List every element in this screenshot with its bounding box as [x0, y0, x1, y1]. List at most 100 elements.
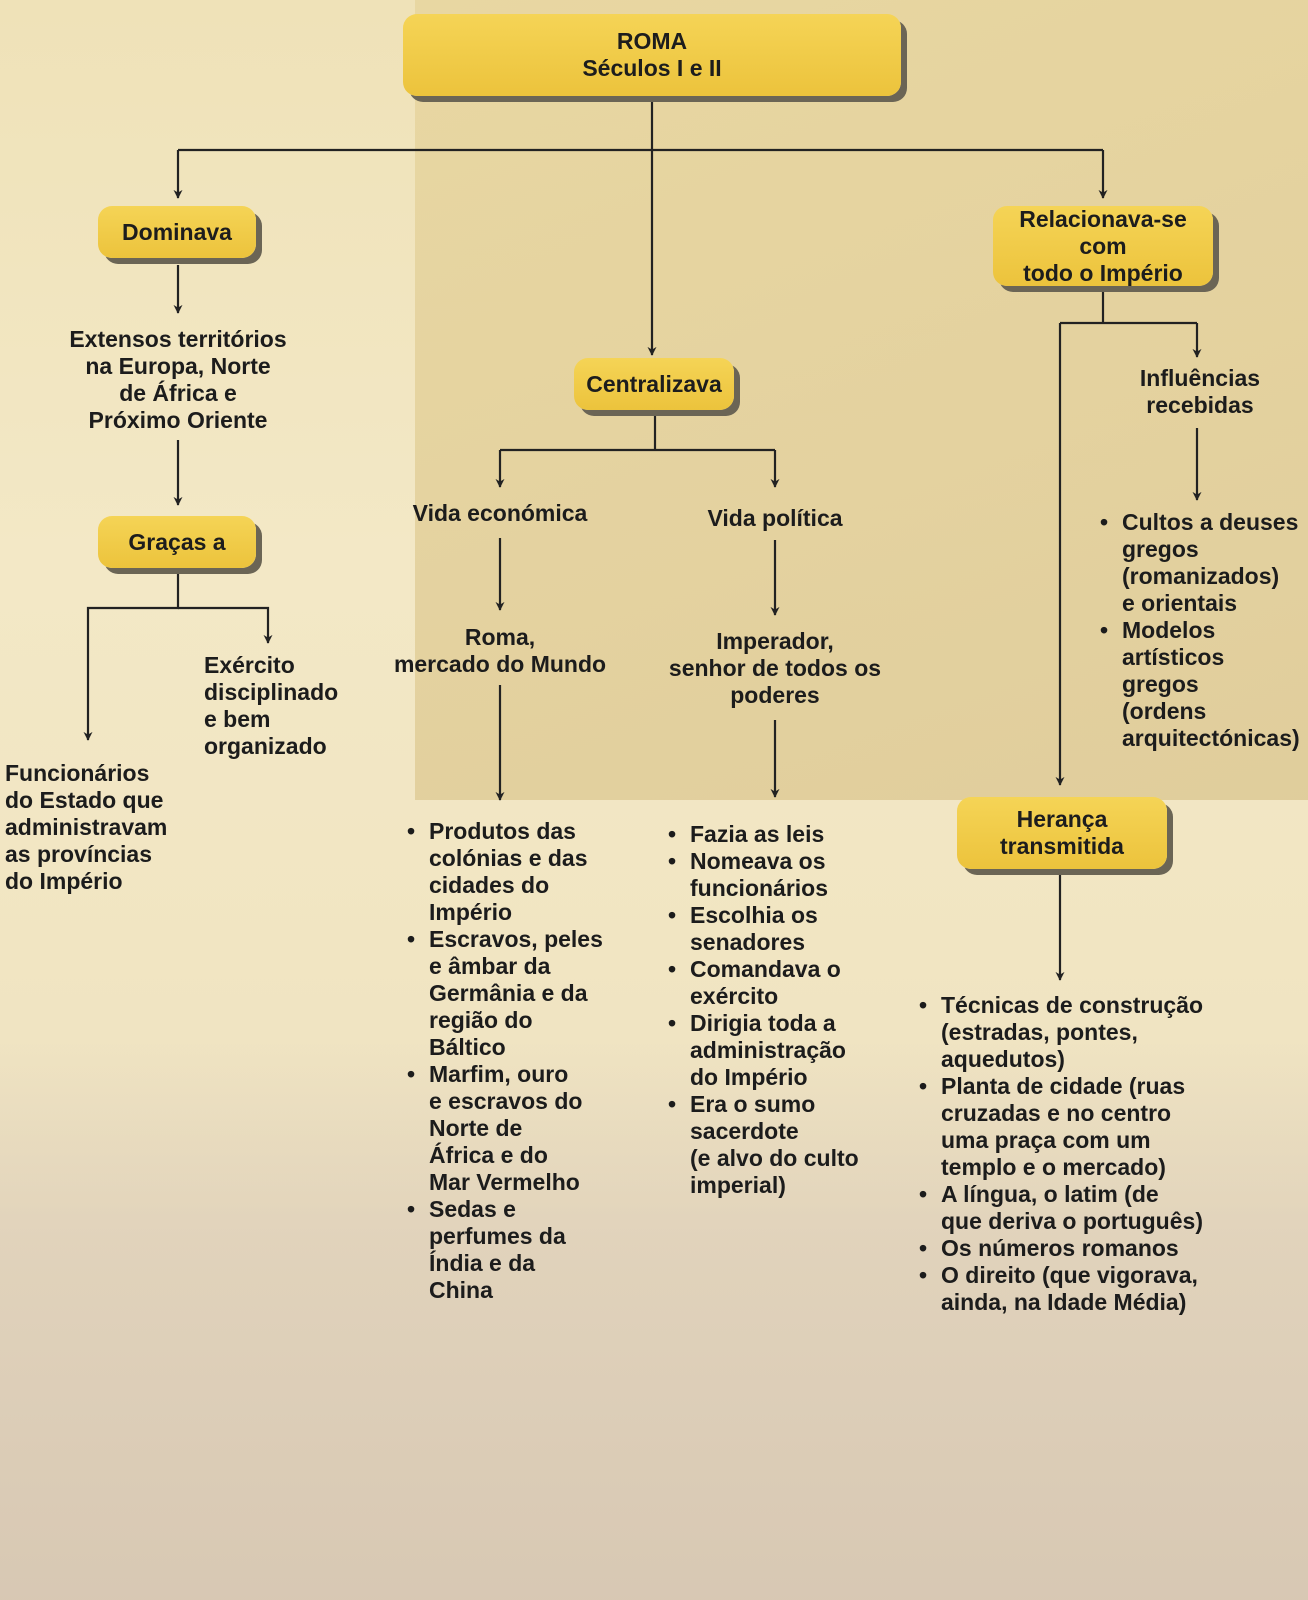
list-item-line: cidades do	[429, 872, 550, 898]
imperador-line: Imperador,	[716, 628, 834, 654]
list-poderes-imperador: Fazia as leis Nomeava os funcionários Es…	[668, 821, 898, 1199]
list-item: Era o sumo sacerdote (e alvo do culto im…	[668, 1091, 898, 1199]
node-centralizava: Centralizava	[574, 358, 734, 410]
list-item-line: China	[429, 1277, 493, 1303]
node-extensos-territorios: Extensos territórios na Europa, Norte de…	[48, 326, 308, 434]
list-item-line: Os números romanos	[941, 1235, 1179, 1261]
node-vida-economica: Vida económica	[400, 500, 600, 527]
list-item-line: Planta de cidade (ruas	[941, 1073, 1186, 1099]
node-dominava: Dominava	[98, 206, 256, 258]
list-item-line: e orientais	[1122, 590, 1238, 616]
funcionarios-line: Funcionários	[5, 760, 150, 786]
node-funcionarios: Funcionários do Estado que administravam…	[5, 760, 185, 895]
list-item: Técnicas de construção (estradas, pontes…	[919, 992, 1209, 1073]
list-item-line: arquitectónicas)	[1122, 725, 1300, 751]
list-item-line: Báltico	[429, 1034, 506, 1060]
node-vida-politica: Vida política	[680, 505, 870, 532]
list-item-line: funcionários	[690, 875, 829, 901]
exercito-line: Exército	[204, 652, 295, 678]
exercito-line: disciplinado	[204, 679, 339, 705]
list-item: Modelos artísticos gregos (ordens arquit…	[1100, 617, 1305, 752]
exercito-line: e bem	[204, 706, 271, 732]
exercito-line: organizado	[204, 733, 327, 759]
list-item-line: Norte de	[429, 1115, 523, 1141]
influencias-line: recebidas	[1146, 392, 1254, 418]
imperador-line: senhor de todos os	[668, 655, 882, 681]
list-item-line: e escravos do	[429, 1088, 583, 1114]
list-item-line: Império	[429, 899, 513, 925]
node-gracas-a: Graças a	[98, 516, 256, 568]
vida-economica-title: Vida económica	[412, 500, 588, 526]
list-item: Planta de cidade (ruas cruzadas e no cen…	[919, 1073, 1209, 1181]
territorios-line: de África e	[119, 380, 237, 406]
list-item-line: artísticos gregos	[1122, 644, 1225, 697]
root-node-roma: ROMA Séculos I e II	[403, 14, 901, 96]
vida-politica-title: Vida política	[707, 505, 843, 531]
list-item: Escravos, peles e âmbar da Germânia e da…	[407, 926, 617, 1061]
root-title: ROMA	[616, 28, 688, 54]
list-item-line: O direito (que vigorava,	[941, 1262, 1198, 1288]
funcionarios-line: do Império	[5, 868, 123, 894]
node-gracas-label: Graças a	[128, 528, 226, 555]
roma-mercado-line: mercado do Mundo	[393, 651, 607, 677]
list-item-line: exército	[690, 983, 779, 1009]
list-item-line: Índia e da	[429, 1250, 536, 1276]
list-heranca: Técnicas de construção (estradas, pontes…	[919, 992, 1209, 1316]
arrow-to-funcionarios	[83, 567, 180, 741]
list-item-line: cruzadas e no centro	[941, 1100, 1172, 1126]
node-centralizava-label: Centralizava	[586, 370, 722, 397]
list-item: Os números romanos	[919, 1235, 1209, 1262]
node-dominava-label: Dominava	[122, 218, 232, 245]
list-item-line: templo e o mercado)	[941, 1154, 1166, 1180]
funcionarios-line: as províncias	[5, 841, 153, 867]
list-item-line: uma praça com um	[941, 1127, 1151, 1153]
list-item-line: (estradas, pontes,	[941, 1019, 1138, 1045]
list-item-line: do Império	[690, 1064, 808, 1090]
list-item-line: sacerdote	[690, 1118, 799, 1144]
list-item-line: Marfim, ouro	[429, 1061, 569, 1087]
list-item: O direito (que vigorava, ainda, na Idade…	[919, 1262, 1209, 1316]
node-influencias-recebidas: Influências recebidas	[1120, 365, 1280, 419]
list-item: Fazia as leis	[668, 821, 898, 848]
list-item-line: gregos	[1122, 536, 1199, 562]
node-heranca-line: transmitida	[1000, 833, 1124, 859]
node-roma-mercado: Roma, mercado do Mundo	[380, 624, 620, 678]
list-item-line: Mar Vermelho	[429, 1169, 580, 1195]
list-item: Produtos das colónias e das cidades do I…	[407, 818, 617, 926]
territorios-line: Próximo Oriente	[88, 407, 268, 433]
list-item-line: Germânia e da	[429, 980, 588, 1006]
arrow-to-exercito	[178, 606, 273, 644]
funcionarios-line: do Estado que	[5, 787, 164, 813]
node-exercito: Exército disciplinado e bem organizado	[204, 652, 364, 760]
node-relacionava-line: Relacionava-se com	[1019, 205, 1187, 259]
list-item-line: Sedas e	[429, 1196, 516, 1222]
imperador-line: poderes	[730, 682, 820, 708]
territorios-line: na Europa, Norte	[85, 353, 271, 379]
list-item: Marfim, ouro e escravos do Norte de Áfri…	[407, 1061, 617, 1196]
territorios-line: Extensos territórios	[69, 326, 287, 352]
list-influencias: Cultos a deuses gregos (romanizados) e o…	[1100, 509, 1305, 752]
node-relacionava-line: todo o Império	[1023, 259, 1183, 286]
list-item-line: e âmbar da	[429, 953, 551, 979]
list-item-line: Nomeava os	[690, 848, 826, 874]
list-item-line: imperial)	[690, 1172, 786, 1198]
list-item-line: senadores	[690, 929, 806, 955]
list-item-line: aquedutos)	[941, 1046, 1065, 1072]
list-item-line: (e alvo do culto	[690, 1145, 859, 1171]
node-imperador: Imperador, senhor de todos os poderes	[655, 628, 895, 709]
list-item-line: A língua, o latim (de	[941, 1181, 1159, 1207]
list-item: Dirigia toda a administração do Império	[668, 1010, 898, 1091]
node-heranca-transmitida: Herança transmitida	[957, 797, 1167, 869]
list-produtos-economicos: Produtos das colónias e das cidades do I…	[407, 818, 617, 1304]
list-item-line: (ordens	[1122, 698, 1207, 724]
node-relacionava: Relacionava-se com todo o Império	[993, 206, 1213, 286]
list-item: Escolhia os senadores	[668, 902, 898, 956]
list-item-line: ainda, na Idade Média)	[941, 1289, 1187, 1315]
funcionarios-line: administravam	[5, 814, 168, 840]
list-item-line: colónias e das	[429, 845, 588, 871]
list-item-line: região do	[429, 1007, 533, 1033]
list-item-line: Escolhia os	[690, 902, 818, 928]
influencias-line: Influências	[1139, 365, 1261, 391]
list-item-line: Era o sumo	[690, 1091, 816, 1117]
